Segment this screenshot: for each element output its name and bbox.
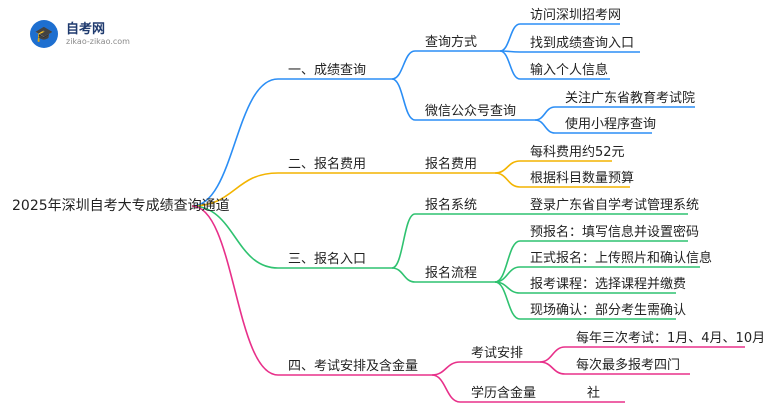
connector <box>539 346 566 363</box>
leaf-label: 每科费用约52元 <box>530 145 625 160</box>
connector <box>391 50 416 80</box>
leaf-label: 关注广东省教育考试院 <box>565 91 696 106</box>
root-node: 2025年深圳自考大专成绩查询通道 <box>12 198 230 214</box>
connector <box>391 213 416 269</box>
leaf-label: 每次最多报考四门 <box>576 358 681 373</box>
sub-label: 微信公众号查询 <box>425 104 517 119</box>
leaf-label: 报考课程：选择课程并缴费 <box>530 277 687 292</box>
leaf-label: 正式报名：上传照片和确认信息 <box>530 251 713 266</box>
branch-connector <box>191 78 279 207</box>
leaf-label: 每年三次考试：1月、4月、10月 <box>576 331 765 346</box>
connector <box>494 240 521 283</box>
branch-connector <box>191 205 279 269</box>
sub-label: 考试安排 <box>471 346 524 361</box>
connector <box>499 50 521 80</box>
leaf-label: 登录广东省自学考试管理系统 <box>530 198 700 213</box>
sub-label: 学历含金量 <box>471 386 537 401</box>
leaf-label: 使用小程序查询 <box>565 117 657 132</box>
branch-connector <box>191 172 279 207</box>
graduation-cap-icon: 🎓 <box>30 20 58 48</box>
leaf-label: 输入个人信息 <box>530 63 609 78</box>
sub-label: 报名流程 <box>425 266 478 281</box>
connector <box>431 361 461 376</box>
logo-url: zikao-zikao.com <box>66 37 130 46</box>
connector <box>431 374 461 403</box>
sub-label: 报名费用 <box>425 157 478 172</box>
logo-name: 自考网 <box>66 22 106 37</box>
connector <box>534 106 556 121</box>
connector <box>391 78 416 121</box>
connector <box>494 172 521 188</box>
leaf-label: 根据科目数量预算 <box>530 171 635 186</box>
connector <box>494 160 521 174</box>
sub-label: 查询方式 <box>425 35 478 50</box>
leaf-label: 预报名：填写信息并设置密码 <box>530 225 700 240</box>
connector <box>534 119 556 134</box>
leaf-label: 找到成绩查询入口 <box>530 36 635 51</box>
leaf-label: 现场确认：部分考生需确认 <box>530 303 687 318</box>
sub-label: 报名系统 <box>425 198 478 213</box>
branch-label: 三、报名入口 <box>288 252 367 267</box>
leaf-label: 社 <box>587 386 601 401</box>
branch-label: 一、成绩查询 <box>288 63 367 78</box>
branch-connector <box>191 205 279 376</box>
connector <box>391 267 416 283</box>
branch-label: 四、考试安排及含金量 <box>288 359 419 374</box>
branch-label: 二、报名费用 <box>288 157 367 172</box>
connector <box>494 281 521 320</box>
site-logo[interactable]: 🎓 自考网 zikao-zikao.com <box>30 16 140 56</box>
connector <box>499 23 521 52</box>
connector <box>539 361 566 375</box>
leaf-label: 访问深圳招考网 <box>530 8 622 23</box>
